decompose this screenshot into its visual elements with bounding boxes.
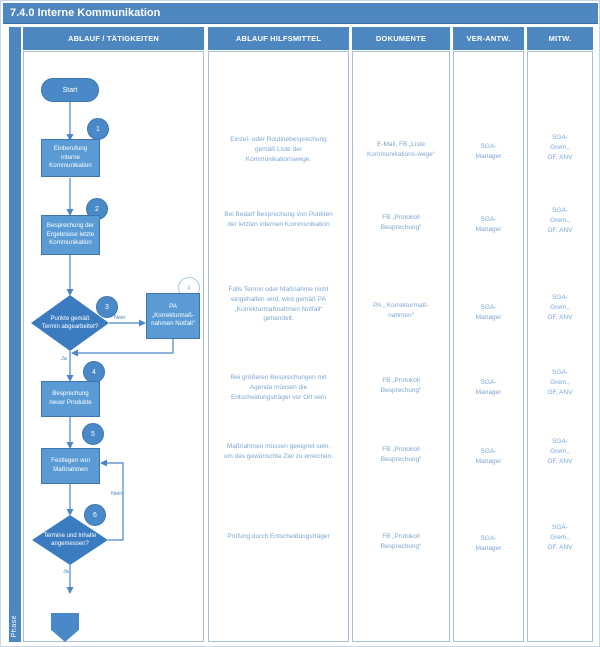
verantw-row-2: SGA- Manager [475, 216, 502, 233]
dokumente-row-4: FB „Protokoll Besprechung“ [380, 377, 422, 394]
column-header-taetigkeiten: ABLAUF / TÄTIGKEITEN [23, 27, 204, 50]
dokumente-row-1: E-Mail, FB „Liste Kommunikations-wege“ [367, 141, 435, 158]
branch-label-ja-1: Ja [61, 356, 67, 362]
mitw-row-4: SGA- Grem., GF, ANV [547, 369, 573, 396]
verantw-row-3: SGA- Manager [475, 304, 502, 321]
hilfsmittel-cell: Einzel- oder Routinebesprechung gemäß Li… [208, 51, 349, 642]
dokumente-row-2: FB „Protokoll Besprechung“ [380, 214, 422, 231]
branch-label-nein-2: Nein [111, 491, 123, 497]
step-number-6: 6 [84, 504, 106, 526]
hilfsmittel-row-4: Bei größeren Besprechungen mit Agenda mü… [230, 374, 327, 401]
page-title: 7.4.0 Interne Kommunikation [3, 3, 598, 24]
flow-step-5: Festlegen von Maßnahmen [41, 448, 100, 484]
step-number-3: 3 [96, 296, 118, 318]
column-header-hilfsmittel: ABLAUF HILFSMITTEL [208, 27, 349, 50]
hilfsmittel-row-3: Falls Termin oder Maßnahme nicht eingeha… [228, 286, 329, 323]
hilfsmittel-row-2: Bei Bedarf Besprechung von Punkten der l… [224, 211, 333, 228]
verantw-row-1: SGA- Manager [475, 143, 502, 160]
dokumente-row-3: PA „ Korrekturmaß- nahmen“ [373, 302, 429, 319]
verantw-row-6: SGA- Manager [475, 535, 502, 552]
flow-step-1: Einberufung interne Kommunikation [41, 139, 100, 177]
flow-step-4: Besprechung neuer Produkte [41, 381, 100, 417]
step-number-1: 1 [87, 118, 109, 140]
branch-label-nein-1: Nein [114, 315, 126, 321]
phase-label: Phase [11, 614, 18, 637]
hilfsmittel-row-1: Einzel- oder Routinebesprechung gemäß Li… [230, 136, 327, 163]
mitw-cell: SGA- Grem., GF, ANV SGA- Grem., GF, ANV … [527, 51, 593, 642]
dokumente-cell: E-Mail, FB „Liste Kommunikations-wege“ F… [352, 51, 450, 642]
flow-step-2: Besprechung der Ergebnisse letzte Kommun… [41, 215, 100, 255]
mitw-row-6: SGA- Grem., GF, ANV [547, 524, 573, 551]
mitw-row-2: SGA- Grem., GF, ANV [547, 207, 573, 234]
dokumente-row-5: FB „Protokoll Besprechung“ [380, 446, 422, 463]
mitw-row-3: SGA- Grem., GF, ANV [547, 294, 573, 321]
hilfsmittel-row-5: Maßnahmen müssen geeignet sein, um das g… [223, 443, 334, 460]
column-header-mitw: MITW. [527, 27, 593, 50]
flow-pa-korrekturmassnahmen-box: PA „Korrekturmaß- nahmen Notfall“ [146, 293, 200, 339]
verantw-cell: SGA- Manager SGA- Manager SGA- Manager S… [453, 51, 524, 642]
verantw-row-5: SGA- Manager [475, 448, 502, 465]
hilfsmittel-row-6: Prüfung durch Entscheidungsträger [227, 533, 330, 540]
column-header-dokumente: DOKUMENTE [352, 27, 450, 50]
dokumente-row-6: FB „Protokoll Besprechung“ [380, 533, 422, 550]
step-number-5: 5 [82, 423, 104, 445]
flow-start-node: Start [41, 78, 99, 102]
step-number-4: 4 [83, 361, 105, 383]
column-header-verantw: VER-ANTW. [453, 27, 524, 50]
verantw-row-4: SGA- Manager [475, 379, 502, 396]
mitw-row-5: SGA- Grem., GF, ANV [547, 438, 573, 465]
phase-strip: Phase [9, 27, 21, 642]
branch-label-ja-2: Ja [63, 569, 69, 575]
mitw-row-1: SGA- Grem., GF, ANV [547, 134, 573, 161]
